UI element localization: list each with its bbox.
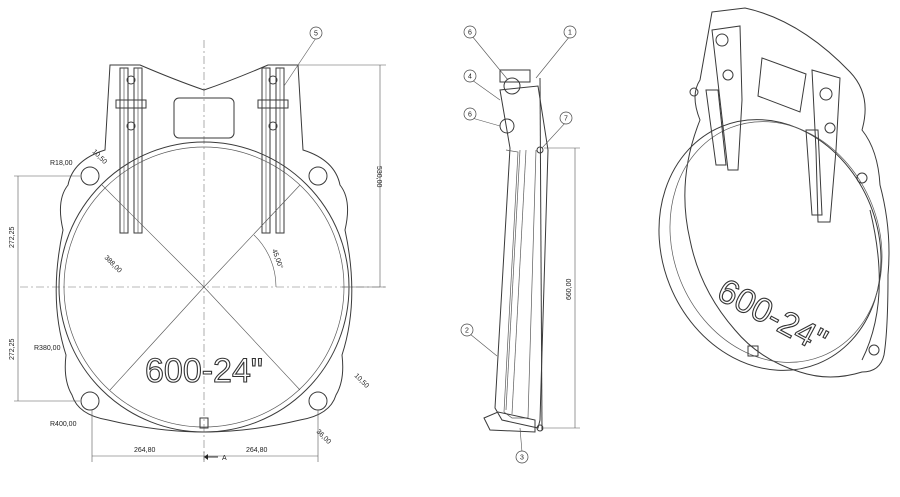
section-label: A bbox=[222, 455, 227, 462]
name-plate bbox=[173, 97, 235, 139]
side-seal-bottom bbox=[536, 424, 544, 432]
bolt-hole-top-right bbox=[308, 166, 328, 186]
dim-36: 36,00 bbox=[315, 428, 332, 445]
iso-lug bbox=[747, 345, 759, 357]
dim-r400: R400,00 bbox=[50, 421, 77, 428]
svg-text:3: 3 bbox=[520, 455, 524, 462]
balloon-2 bbox=[460, 323, 474, 337]
svg-text:4: 4 bbox=[468, 74, 472, 81]
bolt-hole-bottom-right bbox=[308, 391, 328, 411]
balloon-6a bbox=[463, 25, 477, 39]
iso-bolt-hole-2 bbox=[868, 344, 880, 356]
dim-r18: R18,00 bbox=[50, 160, 73, 167]
side-disc-body bbox=[494, 85, 549, 429]
svg-text:7: 7 bbox=[564, 116, 568, 123]
side-view: 660,00 1 6 4 6 7 2 3 bbox=[460, 25, 580, 464]
flange-outline bbox=[55, 64, 353, 433]
dim-272-top: 272,25 bbox=[9, 226, 16, 248]
dim-1050-top: 10,50 bbox=[91, 148, 108, 165]
dim-660: 660,00 bbox=[566, 278, 573, 300]
iso-hinge-left bbox=[705, 25, 743, 171]
iso-model-text: 600-24" bbox=[711, 272, 833, 361]
side-seal-top bbox=[536, 146, 544, 154]
iso-hinge-right bbox=[805, 69, 841, 223]
front-model-text: 600-24" bbox=[145, 352, 263, 390]
svg-text:6: 6 bbox=[468, 112, 472, 119]
balloon-5 bbox=[309, 26, 323, 40]
dim-1050-bottom: 10,50 bbox=[353, 372, 370, 389]
isometric-view: 600-24" bbox=[658, 7, 890, 378]
angle-arc bbox=[253, 234, 277, 288]
iso-name-plate bbox=[757, 57, 807, 113]
dim-264-right: 264,80 bbox=[246, 447, 268, 454]
balloon-4 bbox=[463, 69, 477, 83]
dim-388: 388,00 bbox=[103, 254, 123, 274]
dim-530: 530,00 bbox=[375, 166, 382, 188]
balloon-7 bbox=[559, 111, 573, 125]
svg-text:6: 6 bbox=[468, 30, 472, 37]
svg-text:1: 1 bbox=[568, 30, 572, 37]
svg-text:2: 2 bbox=[465, 328, 469, 335]
iso-bolt-hole-1 bbox=[856, 172, 868, 184]
side-bottom-lip bbox=[483, 411, 536, 433]
iso-disc bbox=[658, 119, 882, 371]
dim-angle: 45,00° bbox=[270, 248, 285, 270]
balloon-5-label: 5 bbox=[314, 31, 318, 38]
hinge-arm-left bbox=[115, 67, 147, 234]
balloon-6b bbox=[463, 107, 477, 121]
side-flange-edge bbox=[539, 77, 543, 431]
side-hinge-pin bbox=[503, 77, 521, 95]
bolt-hole-bottom-left bbox=[80, 391, 100, 411]
balloon-1 bbox=[563, 25, 577, 39]
bottom-tab bbox=[199, 417, 209, 429]
dim-272-bottom: 272,25 bbox=[9, 338, 16, 360]
iso-bolt-hole-3 bbox=[689, 87, 699, 97]
balloon-3 bbox=[515, 450, 529, 464]
leader-388 bbox=[101, 184, 205, 288]
iso-flange-outline bbox=[684, 7, 890, 378]
dim-r380: R380,00 bbox=[34, 345, 61, 352]
hinge-arm-right bbox=[257, 67, 289, 234]
dim-264-left: 264,80 bbox=[134, 447, 156, 454]
bolt-hole-top-left bbox=[80, 166, 100, 186]
front-view: 600-24" 5 A R18,00 R380,00 R400,00 10,50… bbox=[9, 26, 386, 462]
